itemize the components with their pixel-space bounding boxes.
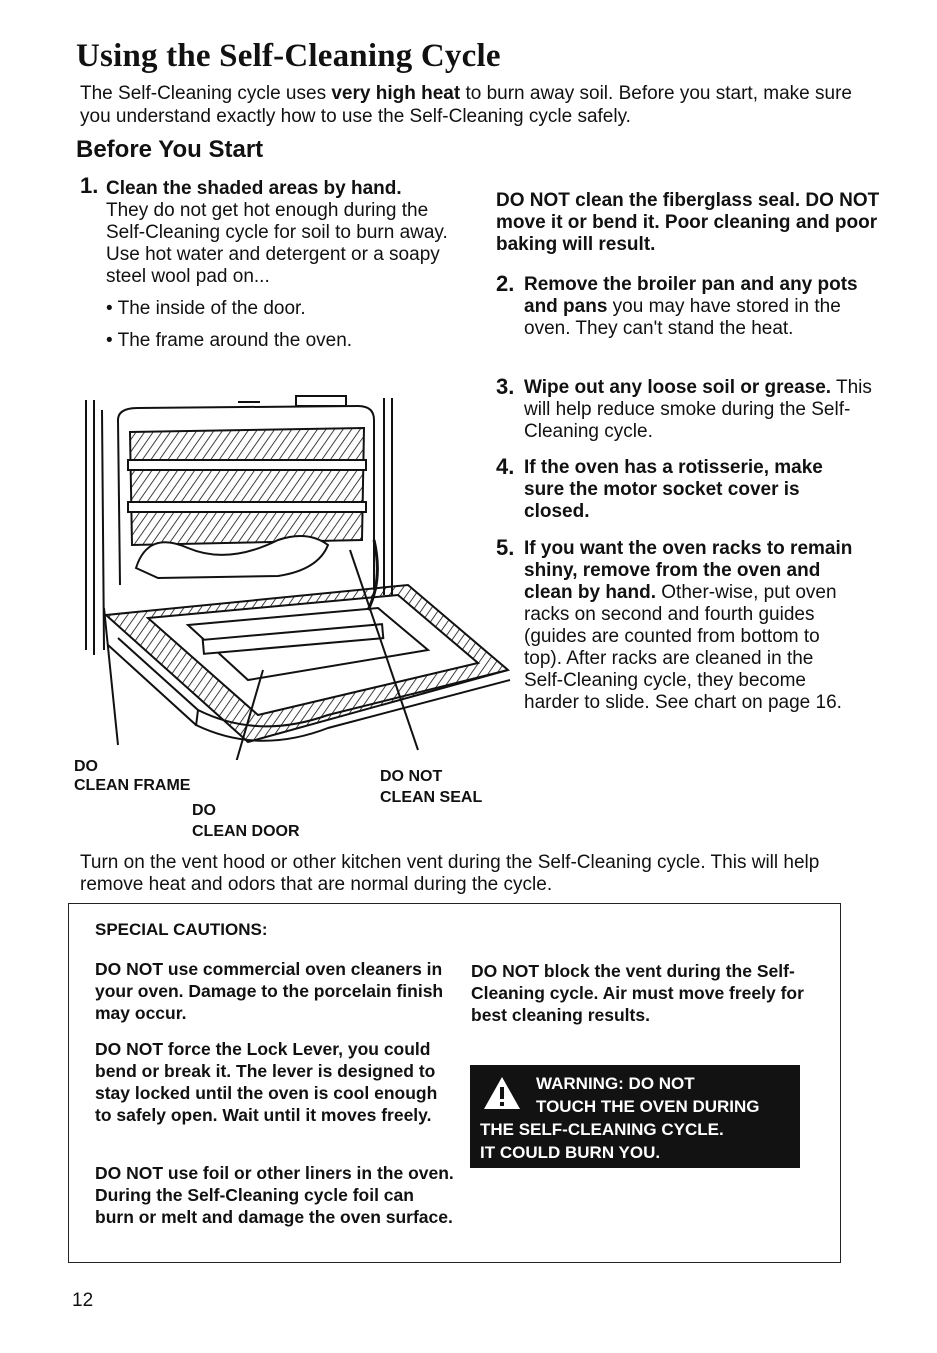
- warning-line: THE SELF-CLEANING CYCLE.: [480, 1120, 724, 1139]
- do-label: DO: [74, 758, 98, 775]
- do-label: DO: [192, 802, 216, 819]
- step-2-text: you may have stored in the oven. They ca…: [524, 296, 841, 339]
- vent-note: Turn on the vent hood or other kitchen v…: [80, 852, 820, 895]
- intro-emphasis: very high heat: [331, 83, 461, 104]
- bullet-item: • The inside of the door.: [106, 298, 306, 319]
- clean-door-label: CLEAN DOOR: [192, 823, 300, 840]
- step-3-text: This will help reduce smoke during the S…: [524, 377, 872, 442]
- clean-seal-label: CLEAN SEAL: [380, 789, 483, 806]
- step-1: Clean the shaded areas by hand. They do …: [106, 178, 476, 352]
- do-not-label: DO NOT: [380, 768, 443, 785]
- step-number: 5.: [496, 535, 515, 560]
- step-5-text: Other-wise, put oven racks on second and…: [524, 582, 842, 713]
- step-3-heading: Wipe out any loose soil or grease.: [524, 377, 832, 398]
- step-number: 3.: [496, 374, 515, 399]
- fiberglass-warning: DO NOT clean the fiberglass seal. DO NOT…: [496, 190, 880, 255]
- section-heading: Before You Start: [76, 136, 264, 163]
- step-4: If the oven has a rotisserie, make sure …: [524, 457, 864, 523]
- caution-item: DO NOT use commercial oven cleaners in y…: [95, 959, 444, 1023]
- caution-item: DO NOT use foil or other liners in the o…: [95, 1163, 454, 1227]
- step-number: 4.: [496, 454, 515, 479]
- step-4-heading: If the oven has a rotisserie, make sure …: [524, 457, 823, 522]
- oven-illustration: [85, 395, 511, 760]
- step-1-text: They do not get hot enough during the Se…: [106, 200, 448, 287]
- special-cautions-box: SPECIAL CAUTIONS: DO NOT use commercial …: [68, 903, 841, 1263]
- page-title: Using the Self-Cleaning Cycle: [76, 38, 501, 74]
- step-5-heading: If you want the oven racks to remain shi…: [524, 538, 853, 603]
- caution-item: DO NOT block the vent during the Self-Cl…: [471, 961, 804, 1025]
- warning-line: IT COULD BURN YOU.: [480, 1143, 661, 1162]
- bullet-item: • The frame around the oven.: [106, 330, 353, 351]
- caution-item: DO NOT force the Lock Lever, you could b…: [95, 1039, 438, 1125]
- step-2: Remove the broiler pan and any pots and …: [524, 274, 869, 340]
- step-number: 1.: [80, 173, 99, 198]
- intro-paragraph: The Self-Cleaning cycle uses very high h…: [80, 82, 870, 128]
- step-1-heading: Clean the shaded areas by hand.: [106, 178, 402, 199]
- cautions-title: SPECIAL CAUTIONS:: [95, 920, 268, 939]
- step-5: If you want the oven racks to remain shi…: [524, 538, 854, 714]
- step-2-heading: Remove the broiler pan and any pots and …: [524, 274, 858, 317]
- page-number: 12: [72, 1290, 94, 1311]
- warning-line: WARNING: DO NOT: [536, 1074, 695, 1093]
- intro-text-rest: to burn away soil. Before you start, mak…: [80, 83, 852, 127]
- intro-text: The Self-Cleaning cycle uses: [80, 83, 332, 104]
- warning-line: TOUCH THE OVEN DURING: [536, 1097, 760, 1116]
- step-number: 2.: [496, 271, 515, 296]
- warning-box: WARNING: DO NOT TOUCH THE OVEN DURING TH…: [470, 1065, 800, 1168]
- clean-frame-label: CLEAN FRAME: [74, 777, 191, 794]
- step-3: Wipe out any loose soil or grease. This …: [524, 377, 874, 443]
- warning-triangle-icon: [484, 1077, 520, 1109]
